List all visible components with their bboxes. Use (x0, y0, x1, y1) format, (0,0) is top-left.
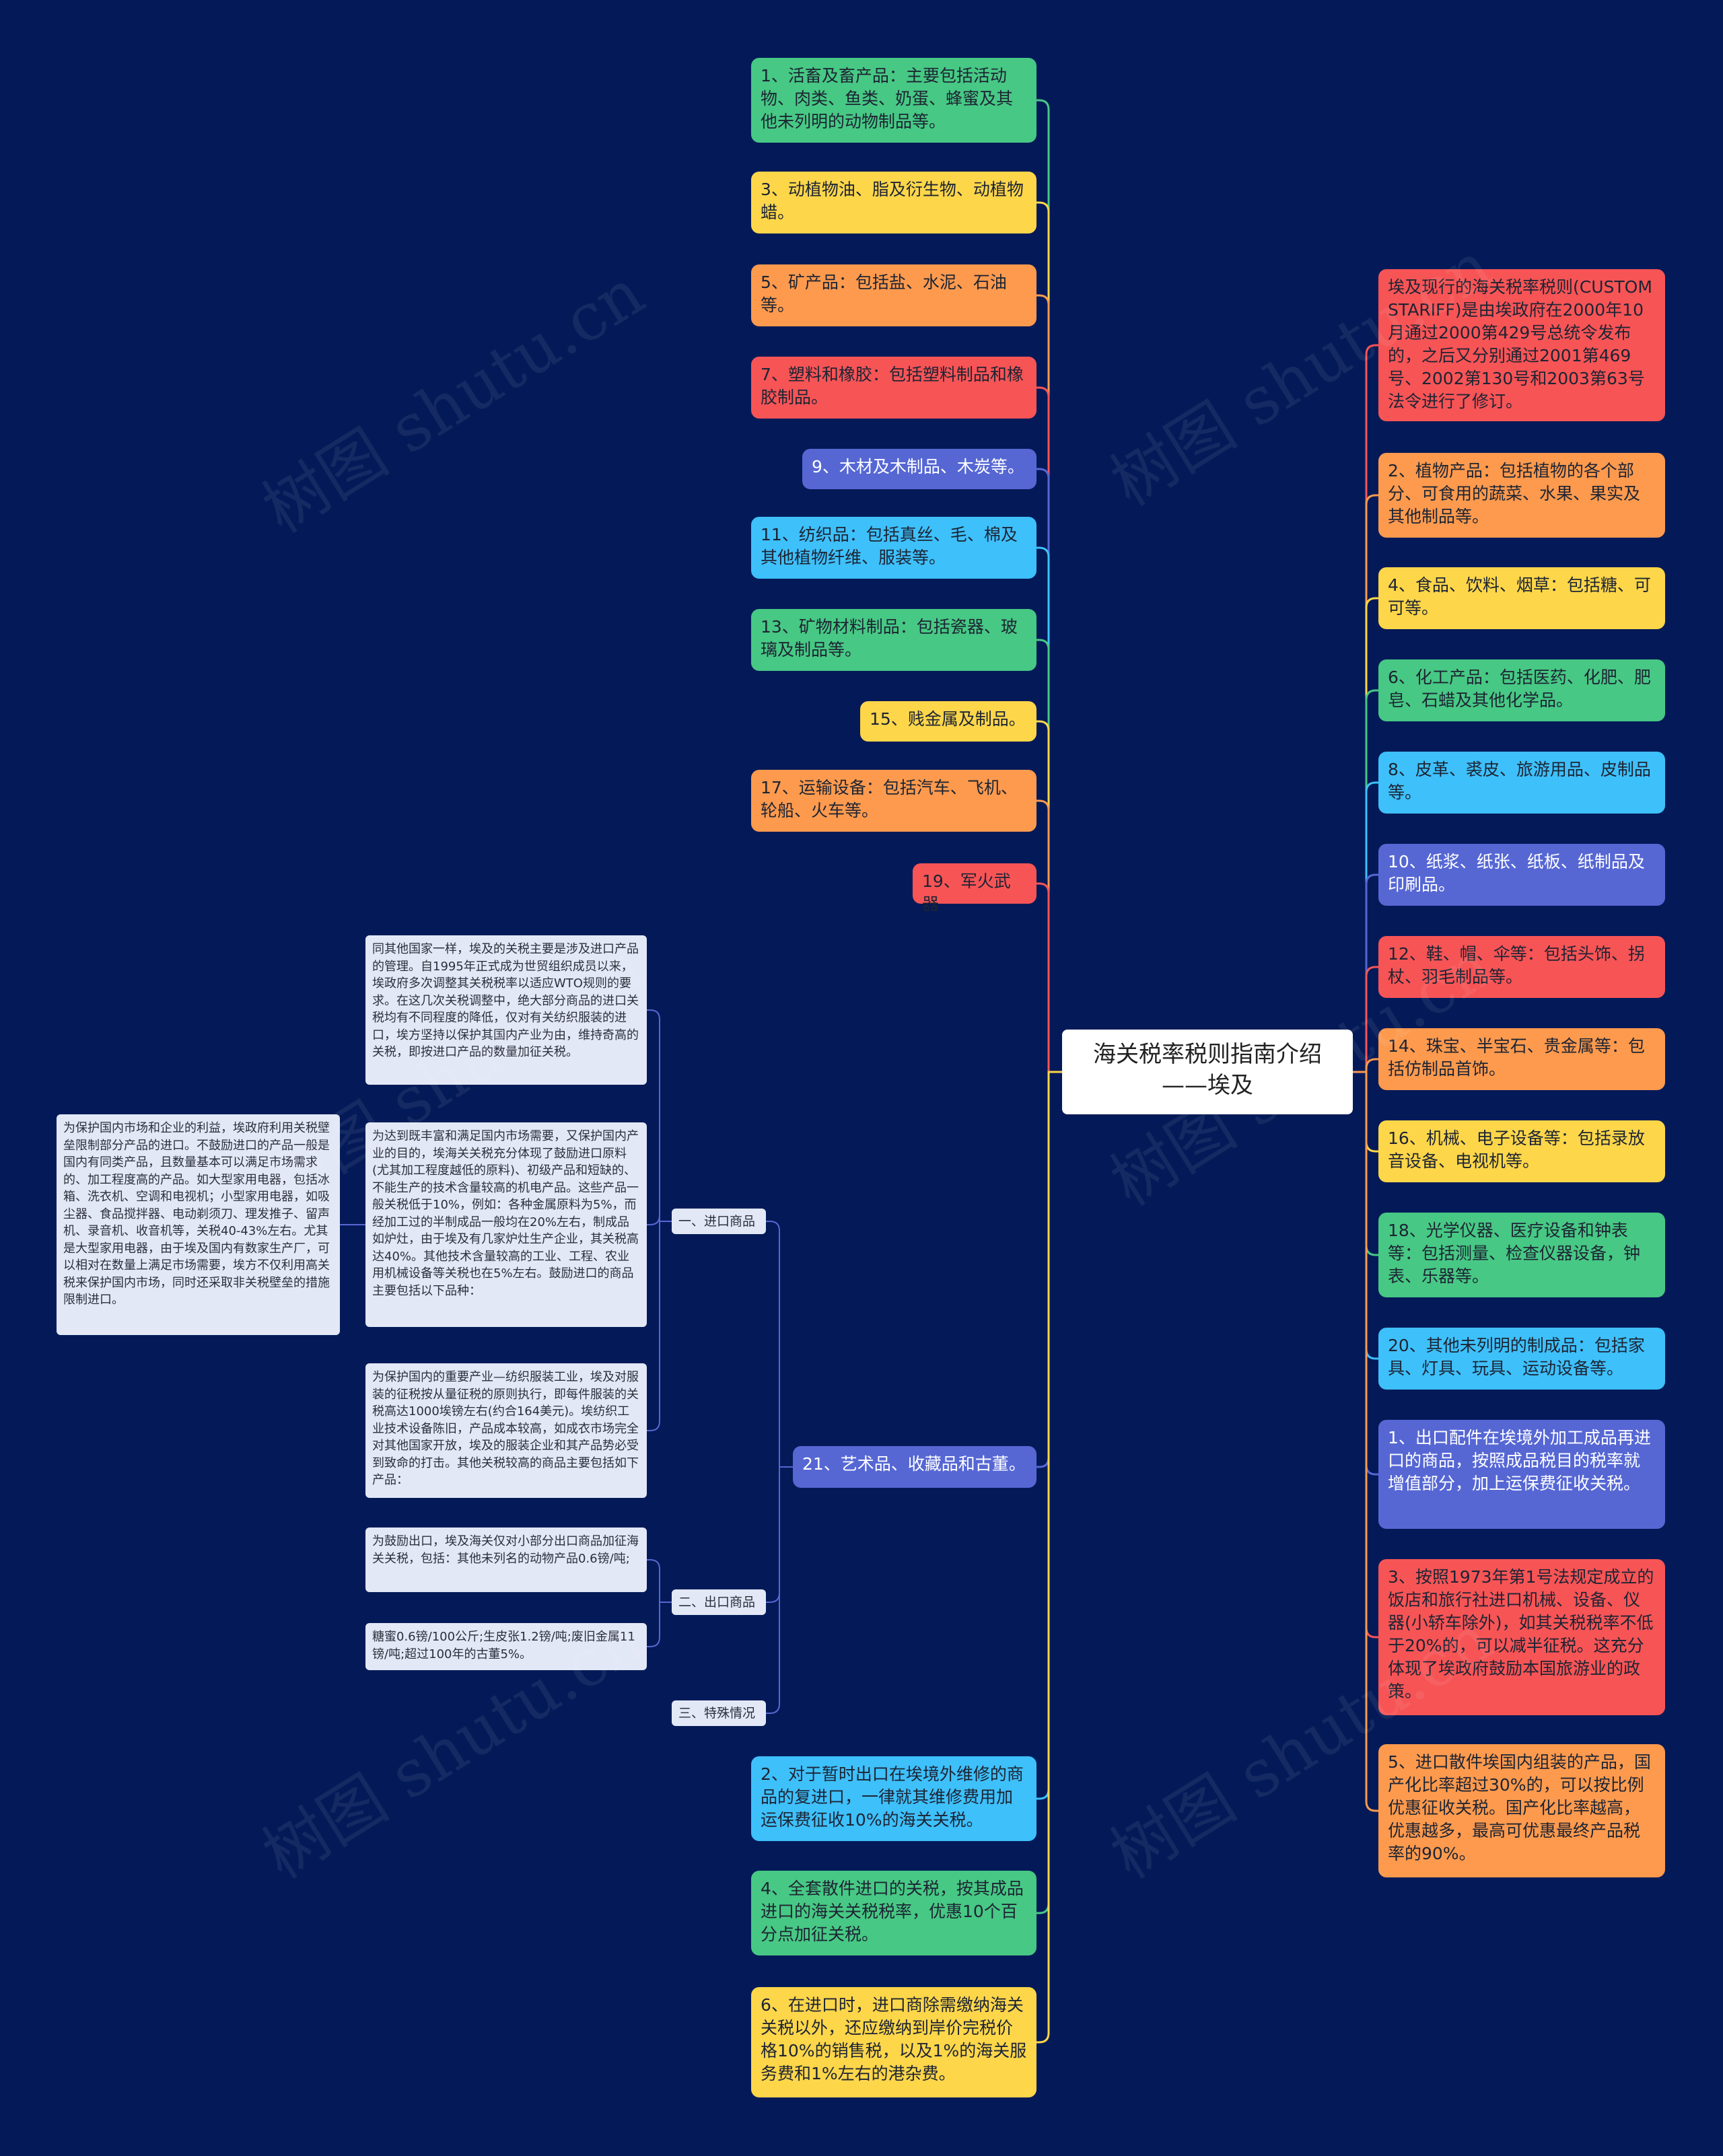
connector-right-r8 (1353, 781, 1378, 1073)
right-topic-r20[interactable]: 20、其他未列明的制成品：包括家具、灯具、玩具、运动设备等。 (1378, 1328, 1665, 1390)
import-note-3[interactable]: 为保护国内的重要产业—纺织服装工业，埃及对服装的征税按从量征税的原则执行，即每件… (365, 1363, 647, 1498)
left-topic-l19[interactable]: 19、军火武器 (913, 863, 1036, 914)
connector-left-l7 (1036, 386, 1062, 1073)
connector-import-0 (647, 1009, 672, 1222)
left-topic-l1[interactable]: 1、活畜及畜产品：主要包括活动物、肉类、鱼类、奶蛋、蜂蜜及其他未列明的动物制品等… (751, 58, 1036, 143)
connector-left-l15 (1036, 720, 1062, 1073)
right-topic-r8[interactable]: 8、皮革、裘皮、旅游用品、皮制品等。 (1378, 752, 1665, 814)
right-topic-r10[interactable]: 10、纸浆、纸张、纸板、纸制品及印刷品。 (1378, 844, 1665, 906)
connector-left-l6b (1036, 1071, 1062, 2044)
right-topic-r12[interactable]: 12、鞋、帽、伞等：包括头饰、拐杖、羽毛制品等。 (1378, 936, 1665, 998)
connector-right-r10 (1353, 873, 1378, 1073)
connector-left-l11 (1036, 546, 1062, 1073)
right-topic-r3b[interactable]: 3、按照1973年第1号法规定成立的饭店和旅行社进口机械、设备、仪器(小轿车除外… (1378, 1559, 1665, 1715)
protect-note[interactable]: 为保护国内市场和企业的利益，埃政府利用关税壁垒限制部分产品的进口。不鼓励进口的产… (57, 1114, 340, 1335)
left-topic-label: 15、贱金属及制品。 (870, 709, 1026, 729)
connector-left-l5 (1036, 294, 1062, 1073)
left-topic-label: 1、活畜及畜产品：主要包括活动物、肉类、鱼类、奶蛋、蜂蜜及其他未列明的动物制品等… (761, 66, 1014, 131)
connector-left-l3 (1036, 201, 1062, 1073)
connector-right-r12 (1353, 966, 1378, 1073)
connector-import-2 (647, 1221, 672, 1431)
connector-right-r4 (1353, 597, 1378, 1073)
right-topic-r4[interactable]: 4、食品、饮料、烟草：包括糖、可可等。 (1378, 567, 1665, 629)
right-topic-label: 4、食品、饮料、烟草：包括糖、可可等。 (1388, 575, 1651, 618)
left-topic-l15[interactable]: 15、贱金属及制品。 (860, 701, 1036, 742)
right-topic-label: 2、植物产品：包括植物的各个部分、可食用的蔬菜、水果、果实及其他制品等。 (1388, 461, 1641, 526)
connector-right-r5b (1353, 1071, 1378, 1812)
connector-right-r14 (1353, 1058, 1378, 1073)
right-topic-r1b[interactable]: 1、出口配件在埃境外加工成品再进口的商品，按照成品税目的税率就增值部分，加上运保… (1378, 1420, 1665, 1529)
right-topic-label: 18、光学仪器、医疗设备和钟表等：包括测量、检查仪器设备，钟表、乐器等。 (1388, 1221, 1641, 1286)
right-topic-r5b[interactable]: 5、进口散件埃国内组装的产品，国产化比率超过30%的，可以按比例优惠征收关税。国… (1378, 1744, 1665, 1877)
left-topic-l3[interactable]: 3、动植物油、脂及衍生物、动植物蜡。 (751, 172, 1036, 233)
root-topic-label: 海关税率税则指南介绍——埃及 (1093, 1041, 1322, 1099)
right-topic-r18[interactable]: 18、光学仪器、医疗设备和钟表等：包括测量、检查仪器设备，钟表、乐器等。 (1378, 1213, 1665, 1297)
left-topic-l7[interactable]: 7、塑料和橡胶：包括塑料制品和橡胶制品。 (751, 357, 1036, 419)
connector-sub-0 (766, 1221, 793, 1468)
right-topic-r16[interactable]: 16、机械、电子设备等：包括录放音设备、电视机等。 (1378, 1120, 1665, 1182)
left-topic-l11[interactable]: 11、纺织品：包括真丝、毛、棉及其他植物纤维、服装等。 (751, 517, 1036, 579)
right-topic-r2[interactable]: 2、植物产品：包括植物的各个部分、可食用的蔬菜、水果、果实及其他制品等。 (1378, 453, 1665, 538)
import-goods-label[interactable]: 一、进口商品 (672, 1209, 766, 1234)
left-topic-label: 11、纺织品：包括真丝、毛、棉及其他植物纤维、服装等。 (761, 525, 1018, 567)
connector-right-r6 (1353, 689, 1378, 1073)
left-topic-l2b[interactable]: 2、对于暂时出口在埃境外维修的商品的复进口，一律就其维修费用加运保费征收10%的… (751, 1756, 1036, 1841)
import-note-1[interactable]: 同其他国家一样，埃及的关税主要是涉及进口产品的管理。自1995年正式成为世贸组织… (365, 935, 647, 1085)
left-topic-label: 5、矿产品：包括盐、水泥、石油等。 (761, 273, 1007, 315)
special-cases-label[interactable]: 三、特殊情况 (672, 1700, 766, 1726)
connector-left-l1 (1036, 99, 1062, 1073)
connector-sub-2 (766, 1466, 793, 1714)
left-topic-l4b[interactable]: 4、全套散件进口的关税，按其成品进口的海关关税税率，优惠10个百分点加征关税。 (751, 1871, 1036, 1955)
left-topic-l9[interactable]: 9、木材及木制品、木炭等。 (802, 449, 1036, 489)
export-note-2[interactable]: 糖蜜0.6镑/100公斤;生皮张1.2镑/吨;废旧金属11镑/吨;超过100年的… (365, 1623, 647, 1670)
right-topic-label: 10、纸浆、纸张、纸板、纸制品及印刷品。 (1388, 852, 1645, 894)
connector-left-l17 (1036, 799, 1062, 1073)
export-note-1[interactable]: 为鼓励出口，埃及海关仅对小部分出口商品加征海关关税，包括：其他未列名的动物产品0… (365, 1528, 647, 1592)
left-topic-l5[interactable]: 5、矿产品：包括盐、水泥、石油等。 (751, 264, 1036, 326)
right-topic-label: 埃及现行的海关税率税则(CUSTOMSTARIFF)是由埃政府在2000年10月… (1388, 277, 1652, 411)
left-topic-label: 19、军火武器 (922, 871, 1011, 914)
right-topic-label: 6、化工产品：包括医药、化肥、肥皂、石蜡及其他化学品。 (1388, 668, 1651, 710)
right-topic-r0[interactable]: 埃及现行的海关税率税则(CUSTOMSTARIFF)是由埃政府在2000年10月… (1378, 269, 1665, 421)
left-topic-label: 6、在进口时，进口商除需缴纳海关关税以外，还应缴纳到岸价完税价格10%的销售税，… (761, 1995, 1027, 2083)
right-topic-r6[interactable]: 6、化工产品：包括医药、化肥、肥皂、石蜡及其他化学品。 (1378, 659, 1665, 721)
left-topic-label: 13、矿物材料制品：包括瓷器、玻璃及制品等。 (761, 617, 1018, 659)
left-topic-label: 2、对于暂时出口在埃境外维修的商品的复进口，一律就其维修费用加运保费征收10%的… (761, 1764, 1024, 1830)
import-note-2[interactable]: 为达到既丰富和满足国内市场需要，又保护国内产业的目的，埃海关关税充分体现了鼓励进… (365, 1122, 647, 1327)
connector-left-l13 (1036, 639, 1062, 1073)
right-topic-label: 1、出口配件在埃境外加工成品再进口的商品，按照成品税目的税率就增值部分，加上运保… (1388, 1428, 1651, 1493)
right-topic-label: 20、其他未列明的制成品：包括家具、灯具、玩具、运动设备等。 (1388, 1336, 1645, 1378)
right-topic-label: 8、皮革、裘皮、旅游用品、皮制品等。 (1388, 760, 1651, 802)
connector-right-r0 (1353, 344, 1378, 1073)
left-topic-label: 7、塑料和橡胶：包括塑料制品和橡胶制品。 (761, 365, 1024, 407)
left-topic-label: 21、艺术品、收藏品和古董。 (802, 1454, 1026, 1474)
connector-export-0 (647, 1559, 672, 1603)
right-topic-label: 3、按照1973年第1号法规定成立的饭店和旅行社进口机械、设备、仪器(小轿车除外… (1388, 1567, 1654, 1701)
left-topic-l13[interactable]: 13、矿物材料制品：包括瓷器、玻璃及制品等。 (751, 609, 1036, 671)
connector-export-1 (647, 1602, 672, 1647)
left-topic-label: 9、木材及木制品、木炭等。 (812, 457, 1024, 476)
left-topic-label: 17、运输设备：包括汽车、飞机、轮船、火车等。 (761, 778, 1018, 820)
right-topic-r14[interactable]: 14、珠宝、半宝石、贵金属等：包括仿制品首饰。 (1378, 1028, 1665, 1090)
connector-left-l19 (1036, 882, 1062, 1073)
right-topic-label: 16、机械、电子设备等：包括录放音设备、电视机等。 (1388, 1128, 1645, 1171)
root-topic[interactable]: 海关税率税则指南介绍——埃及 (1062, 1030, 1353, 1114)
right-topic-label: 12、鞋、帽、伞等：包括头饰、拐杖、羽毛制品等。 (1388, 944, 1645, 986)
left-topic-l6b[interactable]: 6、在进口时，进口商除需缴纳海关关税以外，还应缴纳到岸价完税价格10%的销售税，… (751, 1987, 1036, 2097)
left-topic-label: 4、全套散件进口的关税，按其成品进口的海关关税税率，优惠10个百分点加征关税。 (761, 1879, 1024, 1944)
connector-left-l9 (1036, 468, 1062, 1073)
right-topic-label: 5、进口散件埃国内组装的产品，国产化比率超过30%的，可以按比例优惠征收关税。国… (1388, 1752, 1651, 1863)
left-topic-label: 3、动植物油、脂及衍生物、动植物蜡。 (761, 180, 1024, 222)
export-goods-label[interactable]: 二、出口商品 (672, 1589, 766, 1615)
left-topic-l17[interactable]: 17、运输设备：包括汽车、飞机、轮船、火车等。 (751, 770, 1036, 832)
right-topic-label: 14、珠宝、半宝石、贵金属等：包括仿制品首饰。 (1388, 1036, 1645, 1079)
left-topic-l21[interactable]: 21、艺术品、收藏品和古董。 (793, 1446, 1036, 1488)
connector-import-1 (647, 1215, 672, 1225)
connector-right-r2 (1353, 494, 1378, 1073)
